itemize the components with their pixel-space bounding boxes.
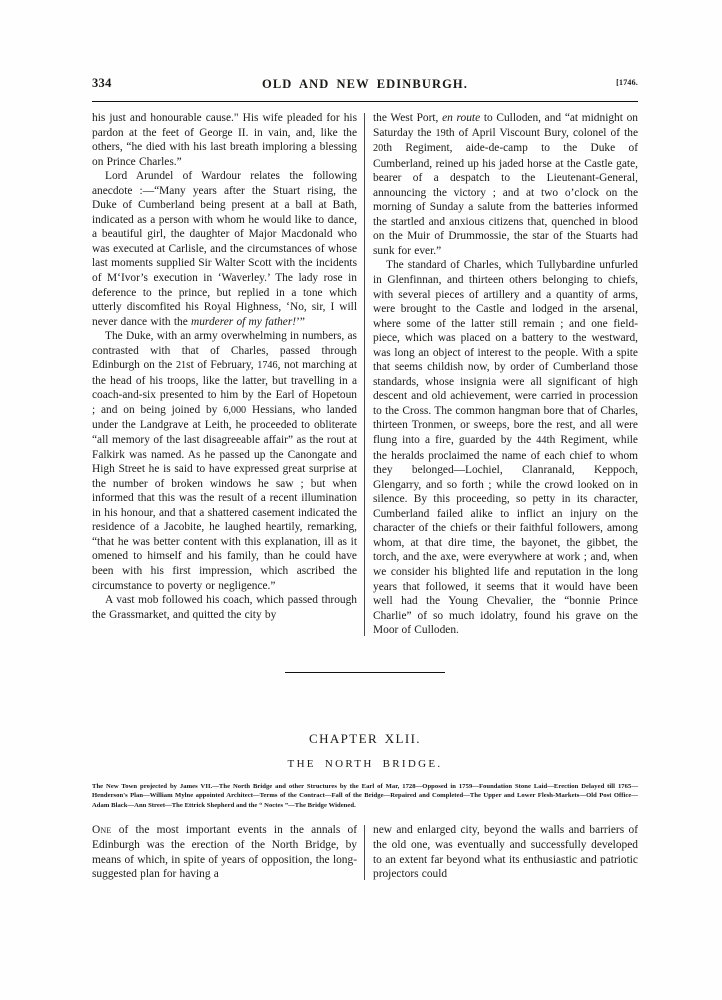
- chapter-title: THE NORTH BRIDGE.: [287, 757, 443, 770]
- paragraph: his just and honourable cause." His wife…: [92, 112, 357, 168]
- paragraph: Lord Arundel of Wardour relates the foll…: [92, 170, 357, 328]
- body-columns: his just and honourable cause." His wife…: [92, 111, 638, 638]
- running-head: 334 OLD AND NEW EDINBURGH. [1746.: [92, 76, 638, 98]
- divider-rule: [285, 671, 445, 673]
- paragraph: the West Port, en route to Culloden, and…: [373, 112, 639, 257]
- body-left-column: his just and honourable cause." His wife…: [92, 111, 357, 638]
- page-content: 334 OLD AND NEW EDINBURGH. [1746. his ju…: [92, 76, 638, 882]
- chapter-synopsis: The New Town projected by James VII.—The…: [92, 782, 638, 809]
- chapter-number: CHAPTER XLII.: [309, 730, 421, 746]
- header-rule: [92, 101, 638, 102]
- body-right-column: the West Port, en route to Culloden, and…: [373, 111, 638, 638]
- lower-body-columns: One of the most important events in the …: [92, 823, 638, 881]
- page-folio-number: 334: [92, 76, 112, 90]
- paragraph: The Duke, with an army overwhelming in n…: [92, 330, 357, 592]
- lower-left-column: One of the most important events in the …: [92, 823, 357, 881]
- paragraph: The standard of Charles, which Tullybard…: [373, 259, 638, 637]
- year-marker: [1746.: [616, 78, 638, 87]
- column-divider-rule: [364, 113, 365, 636]
- paragraph: One of the most important events in the …: [92, 824, 357, 881]
- paragraph: new and enlarged city, beyond the walls …: [373, 824, 638, 881]
- lower-right-column: new and enlarged city, beyond the walls …: [373, 823, 638, 881]
- column-divider-rule: [364, 825, 365, 880]
- paragraph: A vast mob followed his coach, which pas…: [92, 594, 357, 621]
- running-title: OLD AND NEW EDINBURGH.: [262, 77, 468, 91]
- section-divider: [92, 660, 638, 678]
